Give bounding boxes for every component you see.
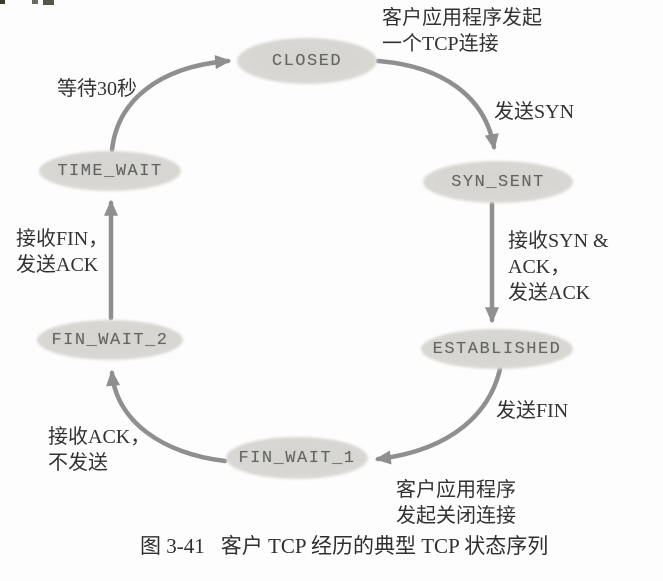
label-close-note: 客户应用程序 发起关闭连接 [396, 479, 516, 527]
label-recv-ack: 接收ACK， 不发送 [48, 426, 151, 474]
figure-caption-title: 客户 TCP 经历的典型 TCP 状态序列 [220, 534, 549, 558]
state-ellipse-closed [237, 38, 377, 84]
arrow-finwait1-to-finwait2 [106, 369, 228, 464]
label-recv-syn-ack: 接收SYN & ACK， 发送ACK [508, 230, 609, 304]
label-send-fin: 发送FIN [496, 400, 569, 422]
state-closed: CLOSED [271, 51, 343, 71]
label-recv-fin: 接收FIN， 发送ACK [16, 228, 109, 276]
label-wait-30s: 等待30秒 [57, 78, 137, 100]
figure-caption: 图 3-41 客户 TCP 经历的典型 TCP 状态序列 [140, 530, 548, 560]
arrow-closed-to-synsent [375, 58, 499, 151]
state-time-wait: TIME_WAIT [57, 161, 163, 181]
state-syn-sent: SYN_SENT [451, 172, 545, 192]
state-fin-wait-2: FIN_WAIT_2 [51, 330, 169, 350]
state-fin-wait-1: FIN_WAIT_1 [238, 448, 356, 468]
scan-artifact [0, 0, 5, 4]
state-ellipse-fin-wait-1 [226, 437, 368, 479]
state-ellipse-fin-wait-2 [37, 320, 183, 360]
state-ellipse-established [421, 329, 573, 369]
scan-artifact [32, 0, 38, 4]
state-established: ESTABLISHED [432, 339, 562, 359]
figure-caption-number: 图 3-41 [140, 534, 205, 558]
scan-artifact [43, 0, 54, 5]
arrow-established-to-finwait1 [374, 366, 503, 465]
label-send-syn: 发送SYN [494, 101, 575, 123]
state-ellipse-time-wait [39, 151, 181, 191]
state-ellipse-syn-sent [423, 161, 573, 203]
label-open-note: 客户应用程序发起 一个TCP连接 [382, 7, 542, 55]
arrow-timewait-to-closed [109, 55, 232, 153]
